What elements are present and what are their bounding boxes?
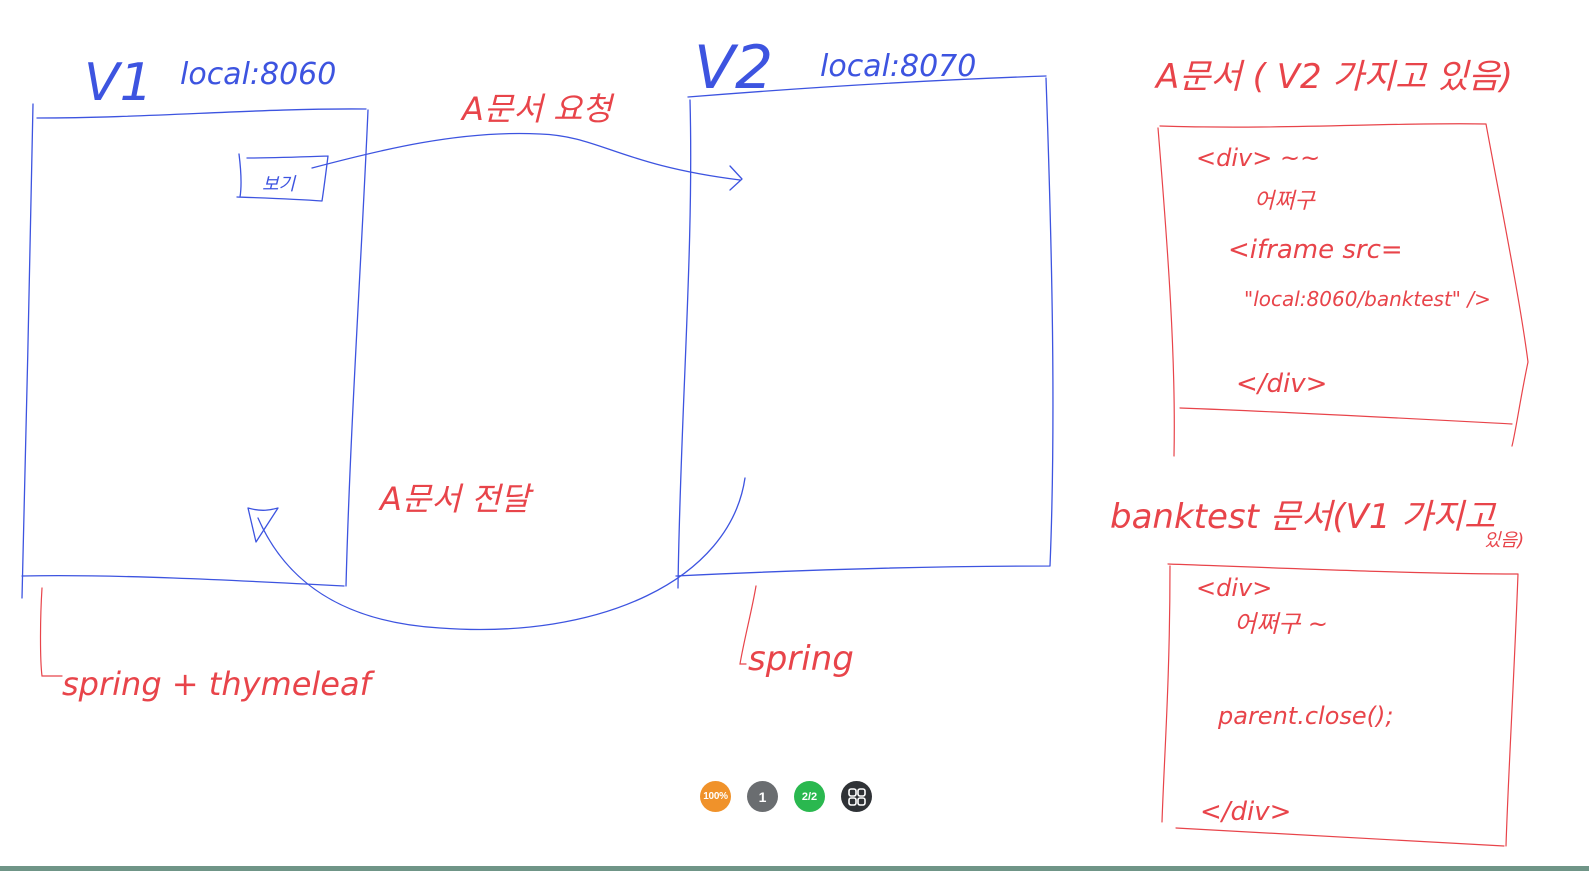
v1-title: V1 bbox=[84, 53, 153, 113]
doc-bank-line-2: 어쩌구 ~ bbox=[1234, 610, 1328, 638]
v1-group: V1 local:8060 보기 bbox=[21, 53, 369, 599]
deliver-arrow bbox=[257, 477, 746, 631]
zoom-button[interactable]: 100% bbox=[700, 781, 731, 812]
grid-view-button[interactable] bbox=[841, 781, 872, 812]
doc-a-line-2: 어쩌구 bbox=[1254, 189, 1316, 214]
request-arrowhead bbox=[729, 165, 743, 191]
arrows-group bbox=[247, 132, 746, 631]
deliver-label: A문서 전달 bbox=[378, 480, 534, 518]
page-count-button[interactable]: 2/2 bbox=[794, 781, 825, 812]
v1-view-button-label: 보기 bbox=[262, 174, 297, 195]
doc-bank-heading-tail: 있음) bbox=[1484, 530, 1524, 551]
doc-a-line-4: "local:8060/banktest" /> bbox=[1244, 287, 1491, 311]
request-arrow bbox=[311, 132, 741, 181]
v2-host: local:8070 bbox=[820, 49, 976, 84]
doc-bank-box bbox=[1161, 563, 1519, 847]
v1-stack-label: spring + thymeleaf bbox=[62, 665, 376, 703]
v1-box bbox=[21, 103, 369, 599]
doc-bank-heading: banktest 문서(V1 가지고 bbox=[1110, 497, 1497, 537]
red-annotations: A문서 요청 A문서 전달 spring + thymeleaf spring … bbox=[39, 57, 1529, 847]
v2-stack-label: spring bbox=[748, 639, 854, 679]
v2-group: V2 local:8070 bbox=[675, 33, 1054, 589]
v1-view-button-box[interactable] bbox=[236, 153, 329, 202]
v1-stack-bracket bbox=[39, 587, 63, 677]
v1-host: local:8060 bbox=[180, 57, 336, 92]
grid-icon bbox=[847, 787, 866, 806]
deliver-arrowhead bbox=[247, 507, 279, 543]
doc-a-line-3: <iframe src= bbox=[1228, 235, 1403, 265]
whiteboard-toolbar: 100% 1 2/2 bbox=[700, 781, 872, 812]
doc-bank-line-3: parent.close(); bbox=[1217, 702, 1393, 730]
doc-bank-line-4: </div> bbox=[1200, 797, 1291, 827]
v2-box bbox=[675, 75, 1054, 589]
request-label: A문서 요청 bbox=[460, 90, 615, 128]
bottom-bar bbox=[0, 866, 1589, 871]
doc-a-box bbox=[1157, 123, 1529, 457]
v2-title: V2 bbox=[694, 33, 773, 103]
page-button[interactable]: 1 bbox=[747, 781, 778, 812]
v2-stack-bracket bbox=[739, 585, 757, 665]
doc-bank-line-1: <div> bbox=[1196, 574, 1272, 602]
doc-a-heading: A문서 ( V2 가지고 있음) bbox=[1154, 57, 1513, 97]
doc-a-line-1: <div> ~~ bbox=[1196, 144, 1320, 172]
doc-a-line-5: </div> bbox=[1236, 369, 1327, 399]
